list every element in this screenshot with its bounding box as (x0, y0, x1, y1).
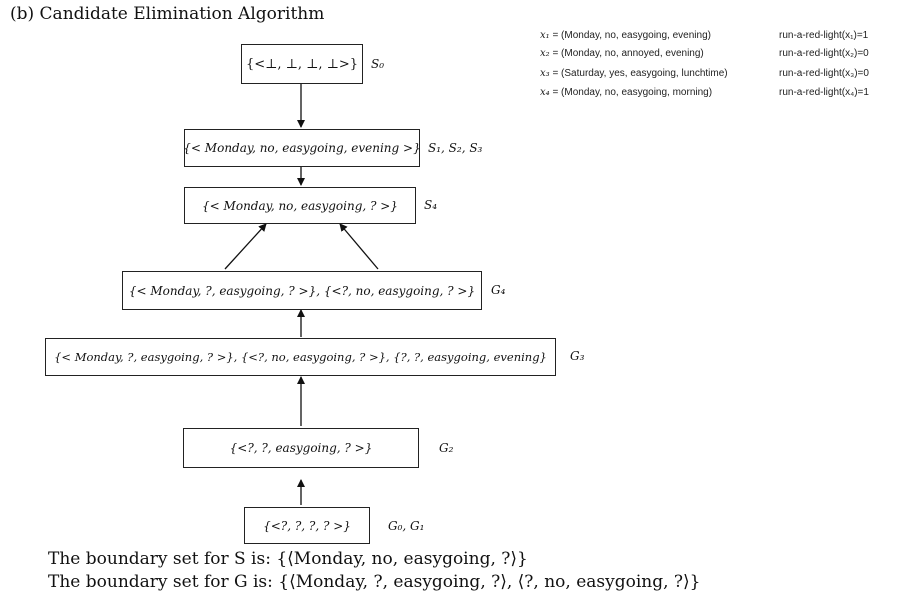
example-var: x₁ (540, 30, 550, 41)
label-g01: G₀, G₁ (388, 519, 425, 533)
example-result-3: run-a-red-light(x₃)=0 (779, 68, 869, 79)
boundary-s-text: The boundary set for S is: {⟨Monday, no,… (48, 549, 528, 569)
label-g3: G₃ (570, 349, 585, 363)
example-result-2: run-a-red-light(x₂)=0 (779, 48, 869, 59)
node-g3: {< Monday, ?, easygoing, ? >}, {<?, no, … (45, 338, 556, 376)
label-s4: S₄ (424, 198, 438, 212)
example-value: = (Monday, no, annoyed, evening) (552, 48, 704, 59)
edge-g4-to-s4-right (339, 223, 379, 270)
label-s0: S₀ (371, 57, 385, 71)
edge-g4-to-s4-left (224, 223, 267, 270)
node-s4: {< Monday, no, easygoing, ? >} (184, 187, 416, 224)
example-value: = (Saturday, yes, easygoing, lunchtime) (552, 68, 728, 79)
node-s123: {< Monday, no, easygoing, evening >} (183, 129, 421, 167)
example-result-4: run-a-red-light(x₄)=1 (779, 87, 869, 98)
example-row-3: x₃ = (Saturday, yes, easygoing, lunchtim… (540, 68, 728, 79)
example-row-2: x₂ = (Monday, no, annoyed, evening) (540, 48, 704, 59)
label-s123: S₁, S₂, S₃ (428, 141, 483, 155)
example-var: x₂ (540, 48, 550, 59)
example-value: = (Monday, no, easygoing, evening) (552, 30, 711, 41)
label-g2: G₂ (439, 441, 454, 455)
node-g01: {<?, ?, ?, ? >} (244, 507, 370, 544)
node-g2: {<?, ?, easygoing, ? >} (183, 428, 419, 468)
example-value: = (Monday, no, easygoing, morning) (552, 87, 713, 98)
boundary-g-text: The boundary set for G is: {⟨Monday, ?, … (48, 572, 701, 592)
example-result-1: run-a-red-light(x₁)=1 (779, 30, 869, 41)
example-var: x₃ (540, 68, 550, 79)
label-g4: G₄ (491, 283, 506, 297)
node-g4: {< Monday, ?, easygoing, ? >}, {<?, no, … (122, 271, 482, 310)
example-row-1: x₁ = (Monday, no, easygoing, evening) (540, 30, 711, 41)
example-var: x₄ (540, 87, 550, 98)
diagram-heading: (b) Candidate Elimination Algorithm (10, 4, 325, 24)
example-row-4: x₄ = (Monday, no, easygoing, morning) (540, 87, 712, 98)
node-s0: {<⊥, ⊥, ⊥, ⊥>} (241, 44, 363, 84)
